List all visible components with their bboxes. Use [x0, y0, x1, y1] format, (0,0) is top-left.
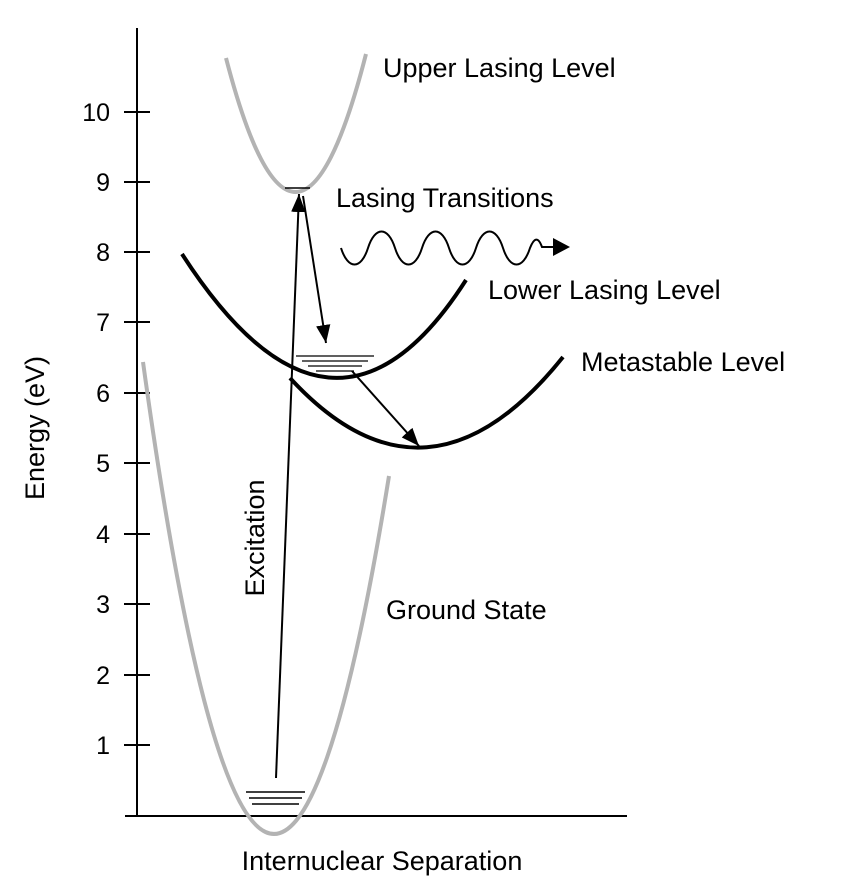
tick-label-6: 6 — [96, 380, 110, 408]
lower-lasing-vibrational-levels — [296, 355, 374, 372]
tick-label-7: 7 — [96, 309, 110, 337]
y-axis-tick-labels: 1 2 3 4 5 6 7 8 9 10 — [82, 99, 110, 760]
y-axis-label: Energy (eV) — [20, 356, 50, 500]
tick-label-10: 10 — [82, 99, 110, 127]
ground-state-label: Ground State — [386, 595, 547, 625]
y-axis-ticks — [124, 111, 150, 746]
photon-arrowhead-icon — [553, 238, 570, 256]
lasing-transition-arrow — [302, 195, 331, 344]
upper-lasing-level-curve — [224, 53, 368, 194]
tick-label-4: 4 — [96, 521, 110, 549]
tick-label-9: 9 — [96, 169, 110, 197]
tick-label-2: 2 — [96, 662, 110, 690]
tick-label-1: 1 — [96, 732, 110, 760]
ground-state-curve — [141, 361, 391, 836]
lower-lasing-level-curve — [180, 252, 468, 380]
metastable-level-label: Metastable Level — [581, 347, 785, 377]
metastable-level-curve — [288, 355, 565, 450]
tick-label-5: 5 — [96, 450, 110, 478]
x-axis-label: Internuclear Separation — [242, 846, 523, 876]
tick-label-3: 3 — [96, 591, 110, 619]
excitation-arrow — [275, 193, 306, 779]
ground-state-vibrational-levels — [246, 791, 305, 805]
lower-lasing-level-label: Lower Lasing Level — [488, 275, 721, 305]
relaxation-arrow — [351, 370, 420, 447]
tick-label-8: 8 — [96, 239, 110, 267]
photon-wave-icon — [340, 230, 553, 266]
excitation-label: Excitation — [240, 479, 270, 596]
upper-lasing-level-label: Upper Lasing Level — [383, 53, 616, 83]
lasing-transitions-label: Lasing Transitions — [336, 183, 554, 213]
